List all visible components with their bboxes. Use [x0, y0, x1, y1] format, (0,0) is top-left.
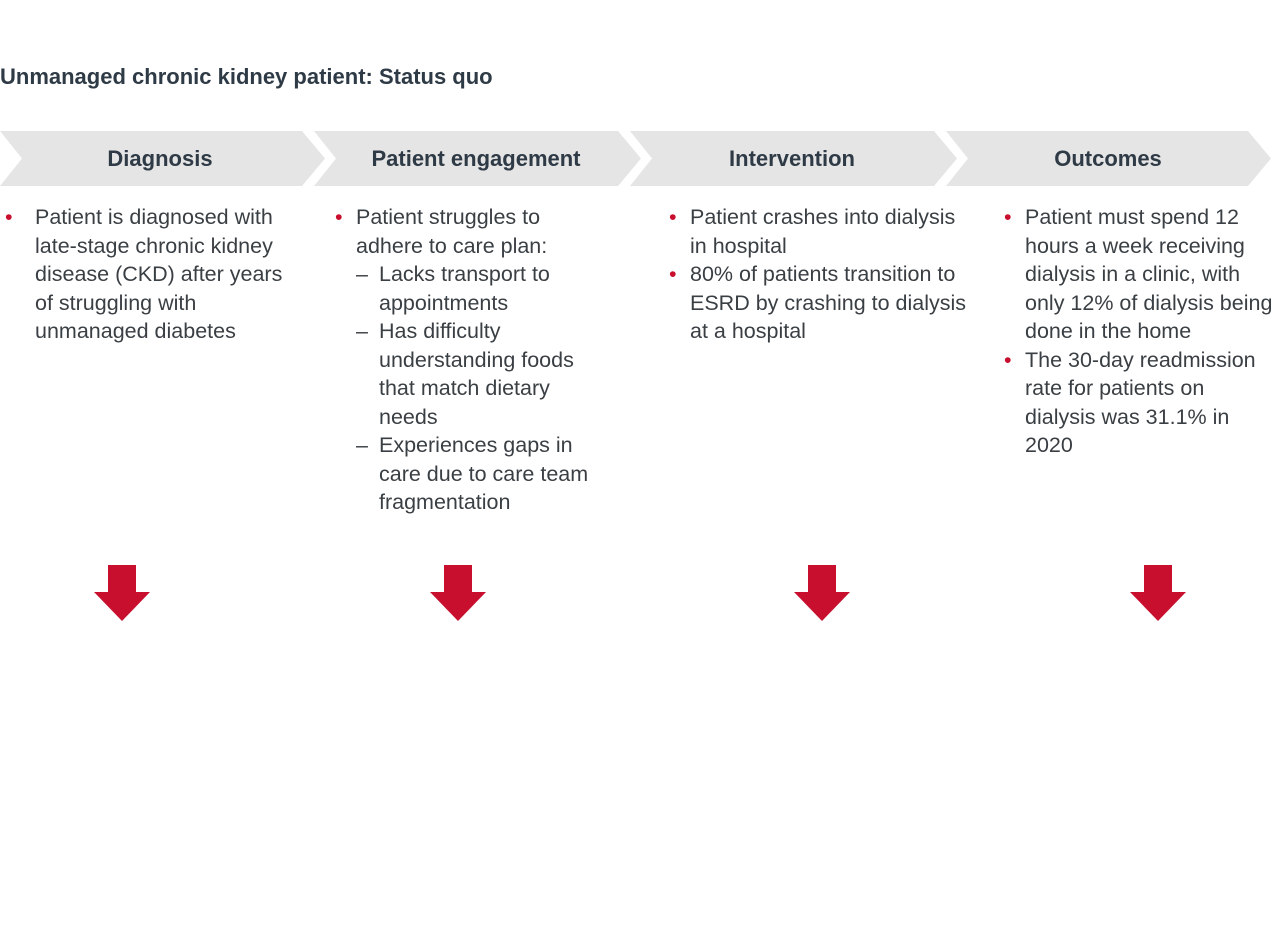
process-chevrons — [0, 131, 1271, 186]
bullet: Patient is diagnosed with late-stage chr… — [5, 203, 285, 346]
sub-bullet: Lacks transport to appointments — [335, 260, 610, 317]
chevron-patient-engagement — [314, 131, 641, 186]
stage-label-patient-engagement: Patient engagement — [371, 146, 581, 171]
down-arrow-icon — [794, 565, 850, 621]
down-arrow-icon — [430, 565, 486, 621]
stage-label-intervention: Intervention — [729, 146, 855, 171]
down-arrow-icon — [1130, 565, 1186, 621]
stage-label-diagnosis: Diagnosis — [107, 146, 213, 171]
bullet: Patient must spend 12 hours a week recei… — [1004, 203, 1280, 346]
intervention-column: Patient crashes into dialysis in hospita… — [669, 203, 969, 346]
down-arrow-icon — [94, 565, 150, 621]
bullet: 80% of patients transition to ESRD by cr… — [669, 260, 969, 346]
patient-engagement-column: Patient struggles to adhere to care plan… — [335, 203, 610, 517]
chevron-intervention — [630, 131, 957, 186]
bullet: Patient crashes into dialysis in hospita… — [669, 203, 969, 260]
bullet: The 30-day readmission rate for patients… — [1004, 346, 1280, 460]
outcomes-column: Patient must spend 12 hours a week recei… — [1004, 203, 1280, 460]
chevron-diagnosis — [0, 131, 325, 186]
sub-bullet: Has difficulty understanding foods that … — [335, 317, 610, 431]
bullet: Patient struggles to adhere to care plan… — [335, 203, 610, 260]
stage-label-outcomes: Outcomes — [1054, 146, 1162, 171]
sub-bullet: Experiences gaps in care due to care tea… — [335, 431, 610, 517]
chevron-outcomes — [946, 131, 1271, 186]
slide-title: Unmanaged chronic kidney patient: Status… — [0, 64, 493, 89]
diagnosis-column: Patient is diagnosed with late-stage chr… — [5, 203, 285, 346]
